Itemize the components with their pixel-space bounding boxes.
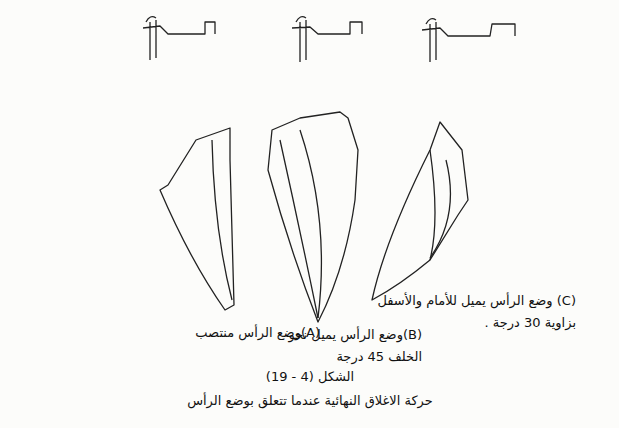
profile-sketch-b (292, 17, 362, 62)
profile-sketch-a (143, 17, 215, 60)
closure-shape-b (268, 112, 358, 322)
figure-number: الشكل (4 - 19) (200, 366, 420, 388)
figure-label: (A)وضع الرأس منتصب (180, 322, 320, 344)
closure-shape-a (160, 128, 234, 310)
figure-caption: حركة الاغلاق النهائية عندما تتعلق بوضع ا… (140, 390, 480, 412)
closure-shape-c (372, 122, 468, 300)
profile-sketch-c (422, 19, 515, 62)
